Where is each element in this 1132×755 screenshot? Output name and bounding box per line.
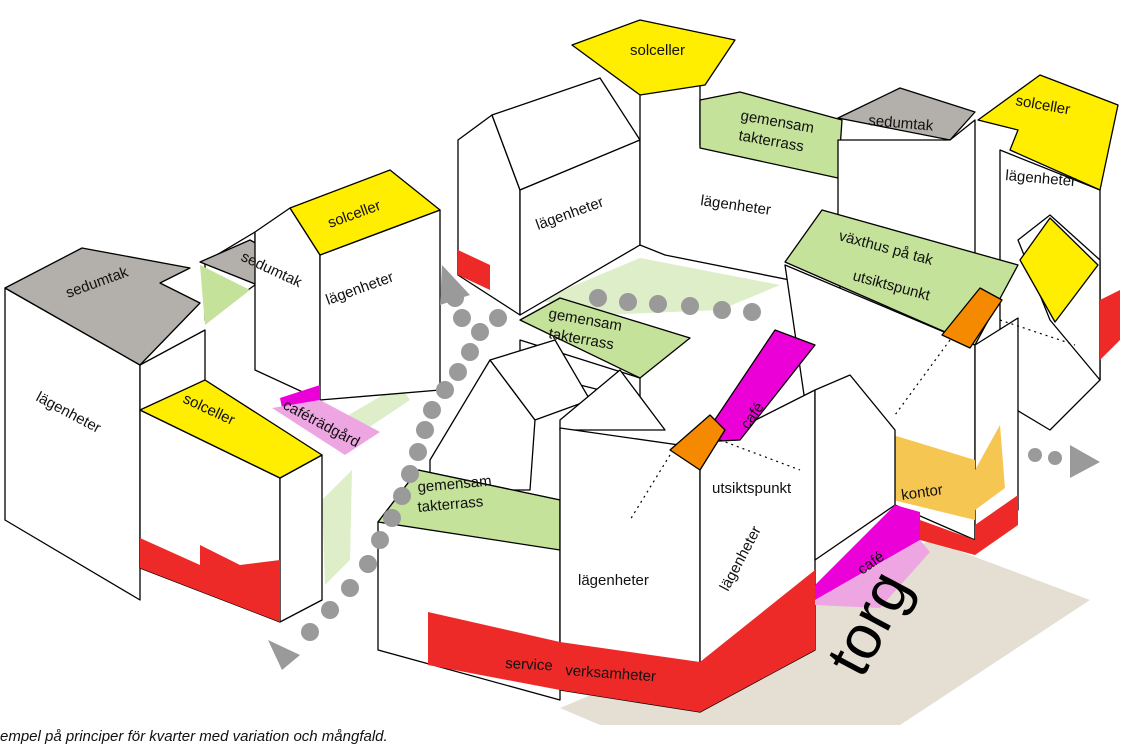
figure-caption: empel på principer för kvarter med varia…	[0, 728, 388, 745]
building-back-center	[457, 19, 976, 316]
arrow-right-icon	[1070, 445, 1100, 478]
building-solceller-2	[254, 169, 441, 401]
label-kontor: kontor	[900, 481, 944, 504]
label-sedumtak-3: sedumtak	[868, 112, 935, 135]
label-utsiktspunkt-2: utsiktspunkt	[712, 480, 792, 497]
label-verksamheter: verksamheter	[565, 662, 657, 685]
building-left-tall	[4, 247, 206, 601]
label-lagenheter-6: lägenheter	[578, 572, 649, 589]
block-diagram: sedumtak sedumtak solceller lägenheter l…	[4, 19, 1120, 725]
building-far-right	[977, 74, 1120, 431]
sightlines	[629, 319, 1076, 521]
garden-greenery-2	[322, 470, 352, 585]
arrow-up-icon	[440, 265, 470, 305]
label-gemensam-3: gemensam	[417, 473, 492, 496]
label-lagenheter-5: lägenheter	[1005, 167, 1077, 190]
arrow-down-left-icon	[268, 640, 300, 670]
label-takterrass-3: takterrass	[417, 493, 484, 516]
building-front-main	[377, 329, 930, 713]
label-solceller-3: solceller	[630, 42, 685, 59]
movement-path	[268, 265, 1100, 670]
building-front-left	[139, 379, 380, 623]
label-service: service	[505, 655, 553, 674]
